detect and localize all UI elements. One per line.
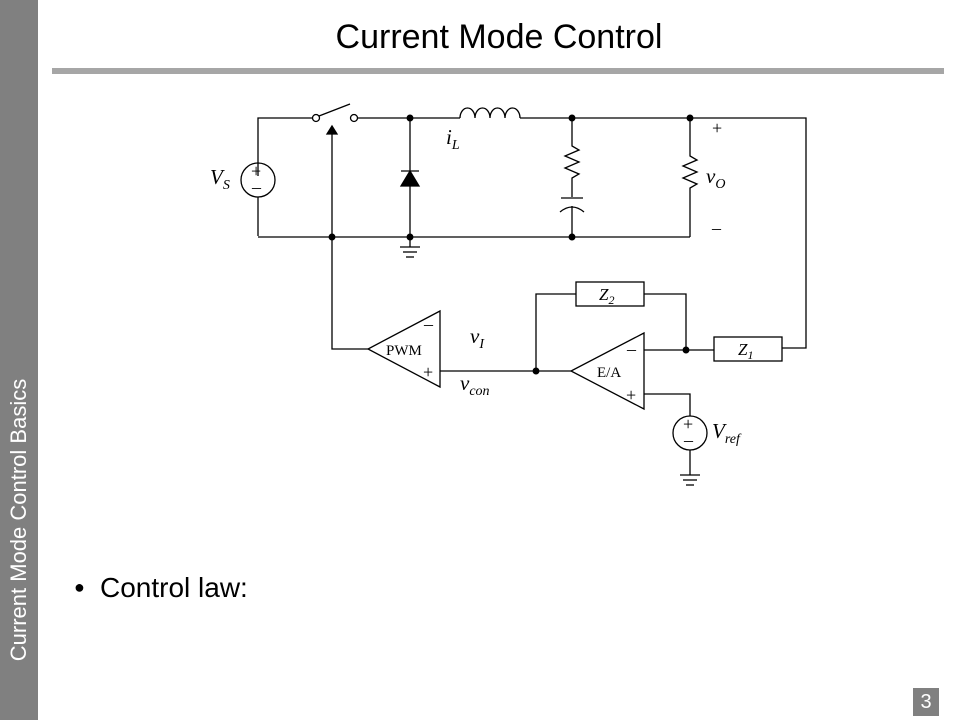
bullet-item: ● Control law: [74,572,248,604]
bullet-text: Control law: [100,572,248,603]
junction-dot [568,114,576,122]
pwm-plus-sign: + [423,362,433,382]
vo-label: vO [706,164,725,192]
vref-label: Vref [712,419,742,447]
vref-plus-sign: + [683,414,693,434]
pwm-label: PWM [386,343,422,359]
sidebar: Current Mode Control Basics [0,0,38,720]
junction-dot [406,233,414,241]
ground-symbol [680,474,700,486]
vs-label: VS [210,165,230,193]
wire-top-left [257,117,312,176]
junction-dot [686,114,694,122]
vi-label: vI [470,324,485,352]
pwm-comparator [366,309,441,389]
source-minus-sign: – [251,177,262,197]
vcon-label: vcon [460,371,490,399]
wire-z2-right [644,293,687,350]
title-underline [52,68,944,74]
wire-ea-plus [644,393,691,416]
diode [399,118,421,237]
error-amplifier [569,331,645,411]
il-label: iL [446,125,460,153]
z1-label: Z1 [738,340,753,362]
voltage-source [240,162,276,236]
power-stage: + – [240,103,807,350]
switch [311,103,359,123]
slide-title: Current Mode Control [335,18,663,56]
junction-dot [532,367,540,375]
ea-minus-sign: – [626,339,637,359]
output-minus-sign: – [711,218,722,238]
z2-label: Z2 [599,285,614,307]
source-plus-sign: + [251,161,261,181]
page-number: 3 [913,688,939,716]
pwm-minus-sign: – [423,314,434,334]
ea-label: E/A [597,365,621,381]
output-plus-sign: + [712,118,722,138]
wire-pwm-to-switch [331,128,368,350]
ea-plus-sign: + [626,385,636,405]
junction-dot [328,233,336,241]
switch-control-arrow [325,124,339,135]
capacitor-branch [559,118,585,237]
control-loop [366,281,783,486]
wire-z2-left [535,293,576,371]
z1-impedance [713,336,783,362]
inductor [459,107,521,119]
ground-symbol [400,237,420,258]
wire-feedback [690,117,807,349]
junction-dot [568,233,576,241]
load-resistor [681,118,699,237]
junction-dot [406,114,414,122]
vref-minus-sign: – [683,430,694,450]
junction-dot [682,346,690,354]
bullet-dot: ● [74,577,85,597]
